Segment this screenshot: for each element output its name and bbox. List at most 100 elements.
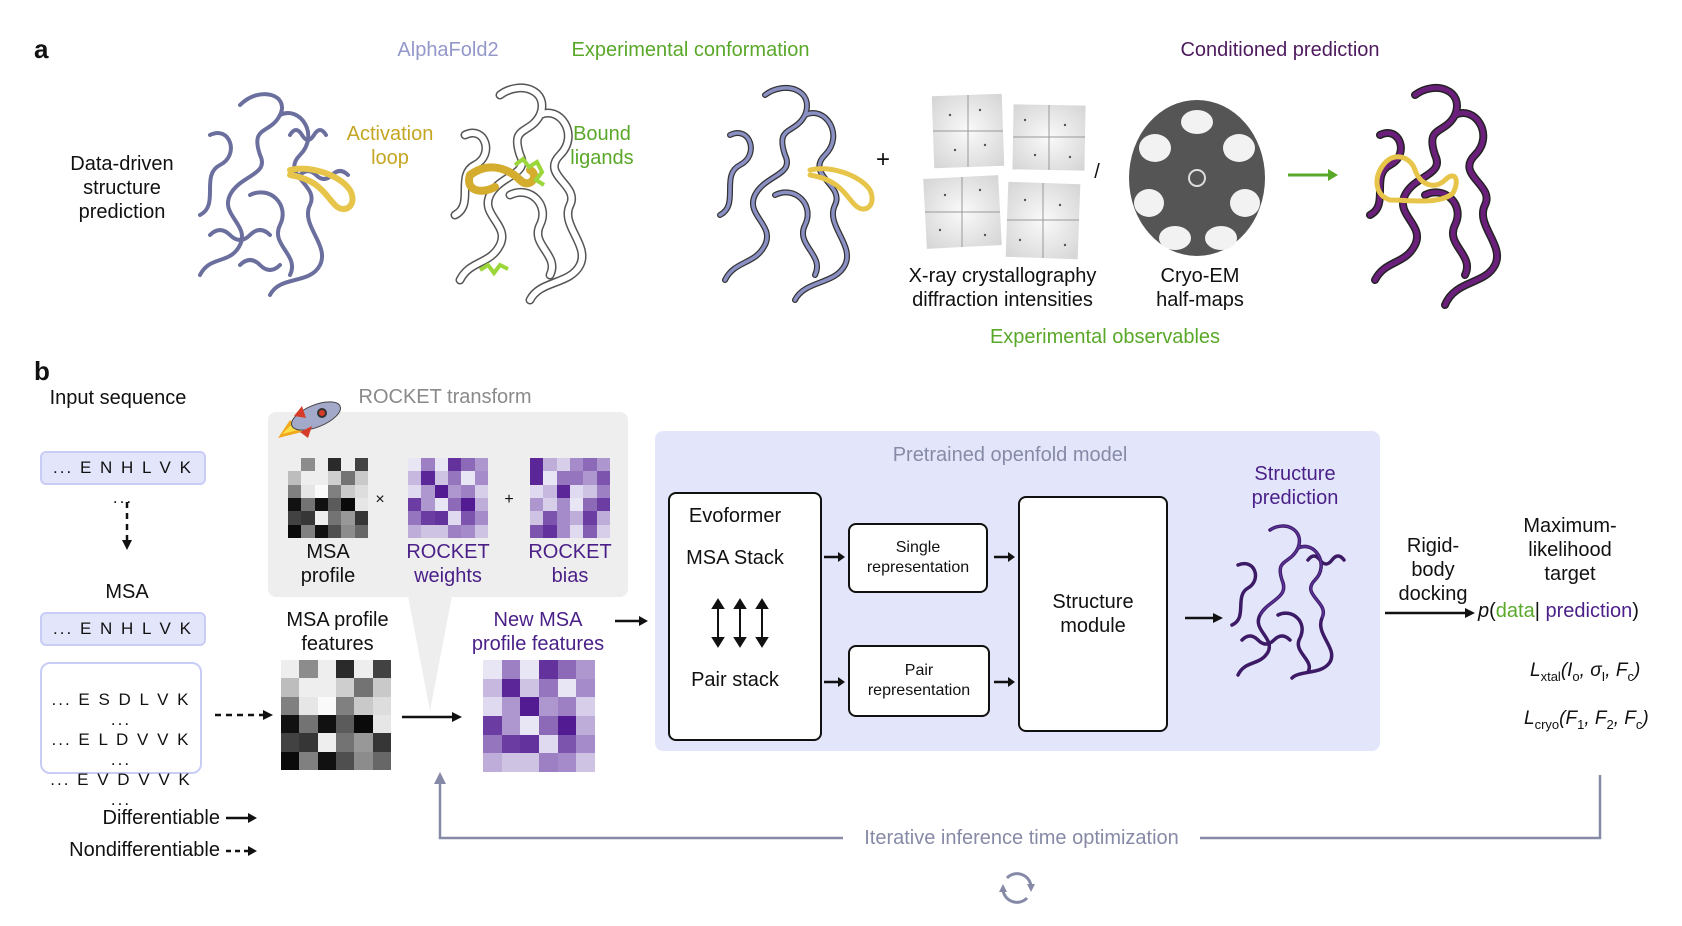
heatmap-cell [301,471,315,485]
heatmap-cell [556,497,570,512]
heatmap-cell [408,484,422,498]
heatmap-cell [557,697,577,716]
heatmap-cell [556,524,570,538]
heatmap-cell [596,524,610,538]
heatmap-cell [281,678,300,697]
paren: ) [1642,708,1649,729]
arrow-to-single-icon [824,552,845,562]
subscript: c [1635,716,1643,732]
heatmap-cell [372,751,391,770]
arrow-to-structure-prediction-icon [1185,613,1223,623]
heatmap-cell [281,696,300,715]
structure-prediction-label: Structure prediction [1235,462,1355,510]
heatmap-cell [583,484,597,498]
heatmap-cell [461,458,475,472]
heatmap-cell [596,484,610,498]
dashed-right-arrow-icon [215,710,273,720]
paren: ) [1633,660,1641,681]
heatmap-cell [474,484,488,498]
heatmap-cell [354,715,373,734]
heatmap-cell [569,458,584,472]
heatmap-cell [341,511,355,525]
ml-target-label: Maximum- likelihood target [1510,514,1630,586]
heatmap-cell [408,458,422,472]
arg: (F [1559,708,1578,729]
heatmap-cell [354,751,373,770]
heatmap-cell [317,751,336,770]
heatmap-cell [461,497,475,512]
openfold-title: Pretrained openfold model [892,444,1128,466]
msa-profile-features-label: MSA profile features [270,608,405,656]
evoformer-box [668,492,822,741]
times-sign: × [375,491,385,508]
heatmap-cell [447,511,462,525]
heatmap-cell [583,471,597,485]
label-line: structure [83,177,161,199]
label-line: prediction [1251,487,1339,509]
heatmap-cell [336,696,355,715]
heatmap-cell [372,660,391,679]
heatmap-cell [483,678,502,698]
heatmap-cell [299,660,318,679]
heatmap-cell [301,458,315,472]
label-line: Cryo-EM [1160,265,1240,287]
heatmap-cell [354,733,373,752]
heatmap-cell [317,733,336,752]
heatmap-cell [301,497,315,512]
heatmap-cell [576,734,595,754]
heatmap-cell [474,471,488,485]
heatmap-cell [569,511,584,525]
label-line: Bound [573,123,631,145]
heatmap-cell [543,458,557,472]
input-sequence-label: Input sequence [49,387,187,409]
label-line: ROCKET [528,541,612,563]
docking-arrow-icon [1385,608,1475,618]
refresh-cycle-icon [999,872,1035,904]
heatmap-cell [372,715,391,734]
heatmap-cell [421,511,435,525]
heatmap-cell [327,511,342,525]
heatmap-cell [408,511,422,525]
heatmap-cell [569,524,584,538]
cryo-em-label: Cryo-EM half-maps [1140,264,1260,312]
callout-pointer [408,596,452,711]
arg: , F [1613,708,1636,729]
subscript: 1 [1577,716,1585,732]
heatmap-cell [501,753,521,772]
heatmap-cell [421,497,435,512]
likelihood-expression: p(data| prediction) [1478,599,1678,623]
heatmap-cell [434,524,448,538]
activation-loop [1374,154,1459,204]
heatmap-cell [461,511,475,525]
legend-differentiable-label: Differentiable [102,807,220,829]
heatmap-cell [314,484,328,498]
label-line: Activation [346,123,434,145]
p-symbol: p [1478,600,1490,622]
data-term: data [1495,600,1535,622]
heatmap-cell [372,733,391,752]
subscript: c [1627,668,1634,684]
heatmap-cell [461,484,475,498]
heatmap-cell [576,678,595,698]
label-line: body [1411,559,1455,581]
heatmap-cell [299,733,318,752]
label-line: Rigid- [1406,535,1460,557]
arrow-single-to-structure-icon [994,552,1015,562]
heatmap-cell [336,678,355,697]
label-line: prediction [78,201,166,223]
label-line: loop [371,147,409,169]
solid-arrow-icon [226,813,257,823]
heatmap-cell [501,734,521,754]
plus-sign: + [875,146,890,173]
rocket-bias-heatmap [530,458,610,538]
heatmap-cell [483,734,502,754]
arrow-pair-to-structure-icon [994,677,1015,687]
heatmap-cell [538,660,558,679]
heatmap-cell [341,471,355,485]
given-bar: | [1534,600,1540,622]
subscript: cryo [1534,716,1560,732]
loss-cryo: Lcryo(F1, F2, Fc) [1524,708,1680,732]
heatmap-cell [354,458,368,472]
heatmap-cell [543,524,557,538]
heatmap-cell [583,458,597,472]
